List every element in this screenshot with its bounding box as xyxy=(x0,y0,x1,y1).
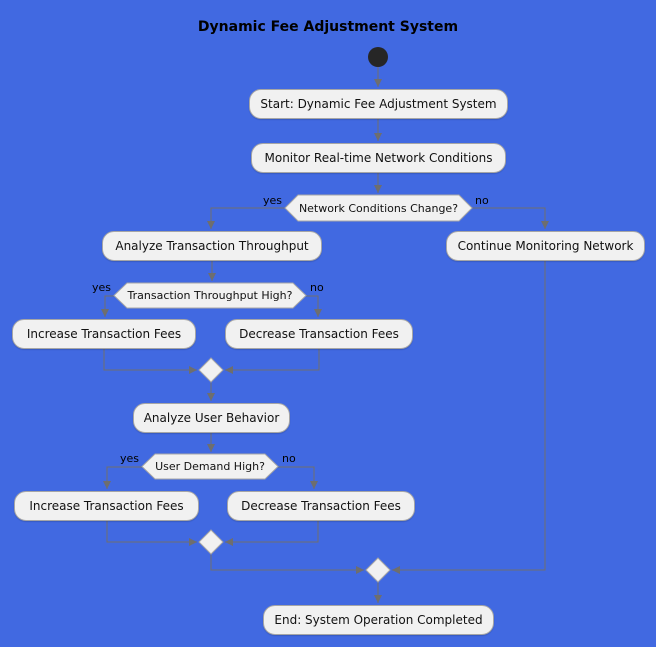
branch-label-no-demand: no xyxy=(282,452,296,465)
node-decrease-fees-2: Decrease Transaction Fees xyxy=(227,491,415,521)
edge-condnetwork-no xyxy=(472,207,549,229)
node-end: End: System Operation Completed xyxy=(263,605,494,635)
merge-diamond-2 xyxy=(198,529,224,555)
node-cond-demand-label: User Demand High? xyxy=(155,460,265,473)
branch-label-no-throughput: no xyxy=(310,281,324,294)
edge-decreasefees2-to-merge2 xyxy=(225,521,319,546)
branch-label-yes-network: yes xyxy=(262,194,282,207)
edge-decreasefees1-to-merge1 xyxy=(225,349,320,374)
merge-diamond-1 xyxy=(198,357,224,383)
edge-conddemand-yes xyxy=(103,466,142,489)
node-monitor: Monitor Real-time Network Conditions xyxy=(251,143,506,173)
decision-hexagon-user-demand xyxy=(141,453,279,480)
node-continue-monitoring: Continue Monitoring Network xyxy=(446,231,645,261)
diagram-title: Dynamic Fee Adjustment System xyxy=(197,19,459,35)
merge-diamond-3 xyxy=(365,557,391,583)
node-cond-network-label: Network Conditions Change? xyxy=(298,201,459,215)
edge-conddemand-no xyxy=(278,466,318,489)
node-decrease-fees-1: Decrease Transaction Fees xyxy=(225,319,413,349)
branch-label-no-network: no xyxy=(475,194,489,207)
node-analyze-throughput: Analyze Transaction Throughput xyxy=(102,231,322,261)
edge-merge2-to-merge3 xyxy=(210,554,364,574)
decision-hexagon-network-conditions xyxy=(284,194,473,222)
node-increase-fees-1: Increase Transaction Fees xyxy=(12,319,196,349)
node-start: Start: Dynamic Fee Adjustment System xyxy=(249,89,508,119)
edge-condnetwork-yes xyxy=(207,207,285,229)
decision-hexagon-transaction-throughput xyxy=(113,282,307,309)
start-node-circle xyxy=(368,47,388,67)
node-increase-fees-2: Increase Transaction Fees xyxy=(14,491,199,521)
edge-increasefees1-to-merge1 xyxy=(103,349,197,374)
edge-condthroughput-no xyxy=(306,295,322,317)
edge-increasefees2-to-merge2 xyxy=(106,521,197,546)
branch-label-yes-demand: yes xyxy=(119,452,139,465)
edge-condthroughput-yes xyxy=(101,295,114,317)
node-analyze-behavior: Analyze User Behavior xyxy=(133,403,290,433)
branch-label-yes-throughput: yes xyxy=(91,281,111,294)
edge-continuemonitoring-to-merge3 xyxy=(392,261,546,574)
node-cond-throughput-label: Transaction Throughput High? xyxy=(127,289,293,302)
